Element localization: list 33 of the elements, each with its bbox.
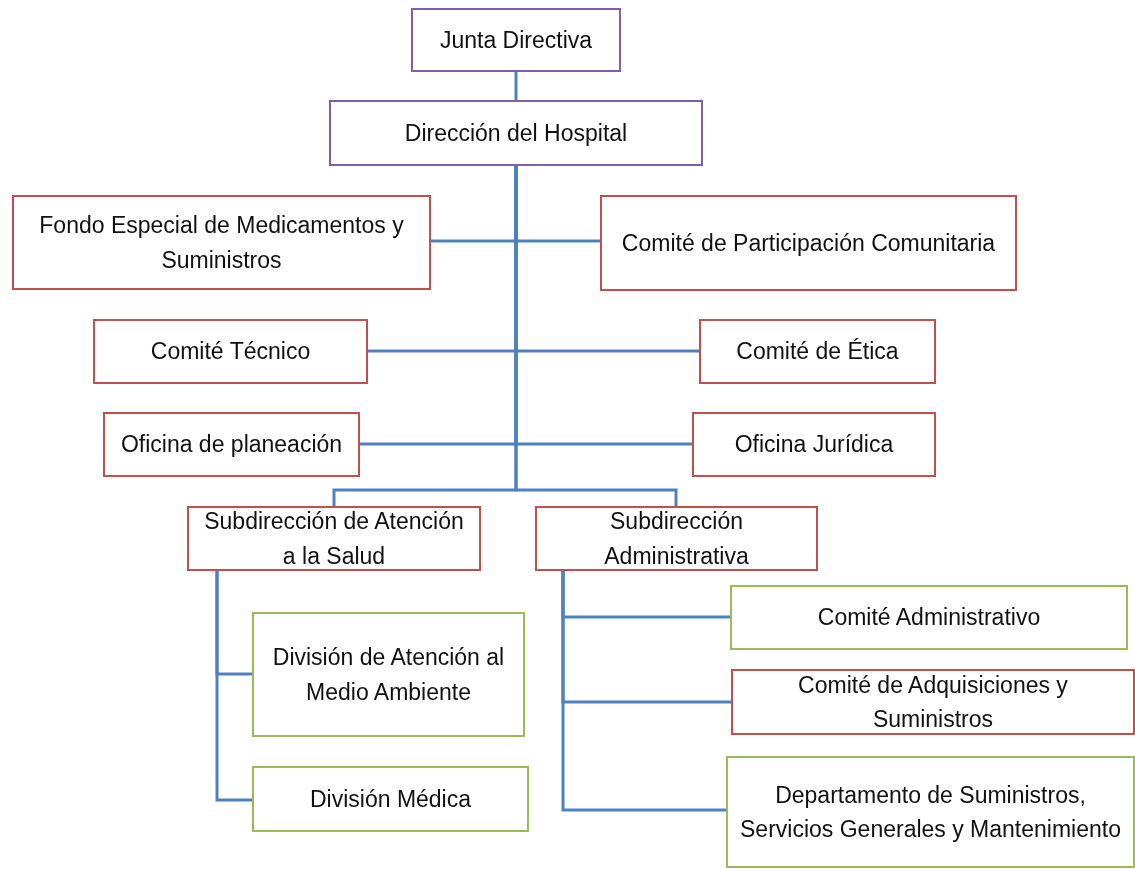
unit-name: Subdirección de Atención a la Salud <box>203 507 465 571</box>
unit-name: Fondo Especial de Medicamentos y Suministros <box>38 211 405 275</box>
org-box <box>730 585 1128 650</box>
org-box <box>726 756 1135 868</box>
org-box <box>600 195 1017 291</box>
unit-name: Subdirección Administrativa <box>603 507 750 571</box>
connector-line <box>514 72 518 100</box>
unit-name: Comité Administrativo <box>817 603 1041 633</box>
unit-name: División Médica <box>309 784 472 814</box>
org-box <box>252 766 529 832</box>
org-box <box>93 319 368 384</box>
unit-name: Junta Directiva <box>439 25 593 55</box>
org-box <box>252 612 525 737</box>
org-box <box>411 8 621 72</box>
unit-name: Comité de Adquisiciones y Suministros <box>797 670 1069 734</box>
org-box <box>731 669 1135 735</box>
unit-name: Departamento de Suministros, Servicios Generales y Mantenimiento <box>739 780 1122 844</box>
unit-name: Comité de Participación Comunitaria <box>621 228 996 258</box>
org-box <box>329 100 703 166</box>
unit-name: Comité de Ética <box>736 337 899 367</box>
unit-name: Oficina de planeación <box>120 430 343 460</box>
unit-name: Dirección del Hospital <box>404 118 628 148</box>
org-box <box>699 319 936 384</box>
connector-line <box>215 571 252 802</box>
unit-name: Comité Técnico <box>150 337 311 367</box>
org-box <box>535 506 818 571</box>
org-box <box>692 412 936 477</box>
unit-name: División de Atención al Medio Ambiente <box>271 643 506 707</box>
connector-line <box>561 571 726 812</box>
connector-line <box>514 166 678 506</box>
org-box <box>12 195 431 290</box>
unit-name: Oficina Jurídica <box>734 430 894 460</box>
org-box <box>103 412 360 477</box>
